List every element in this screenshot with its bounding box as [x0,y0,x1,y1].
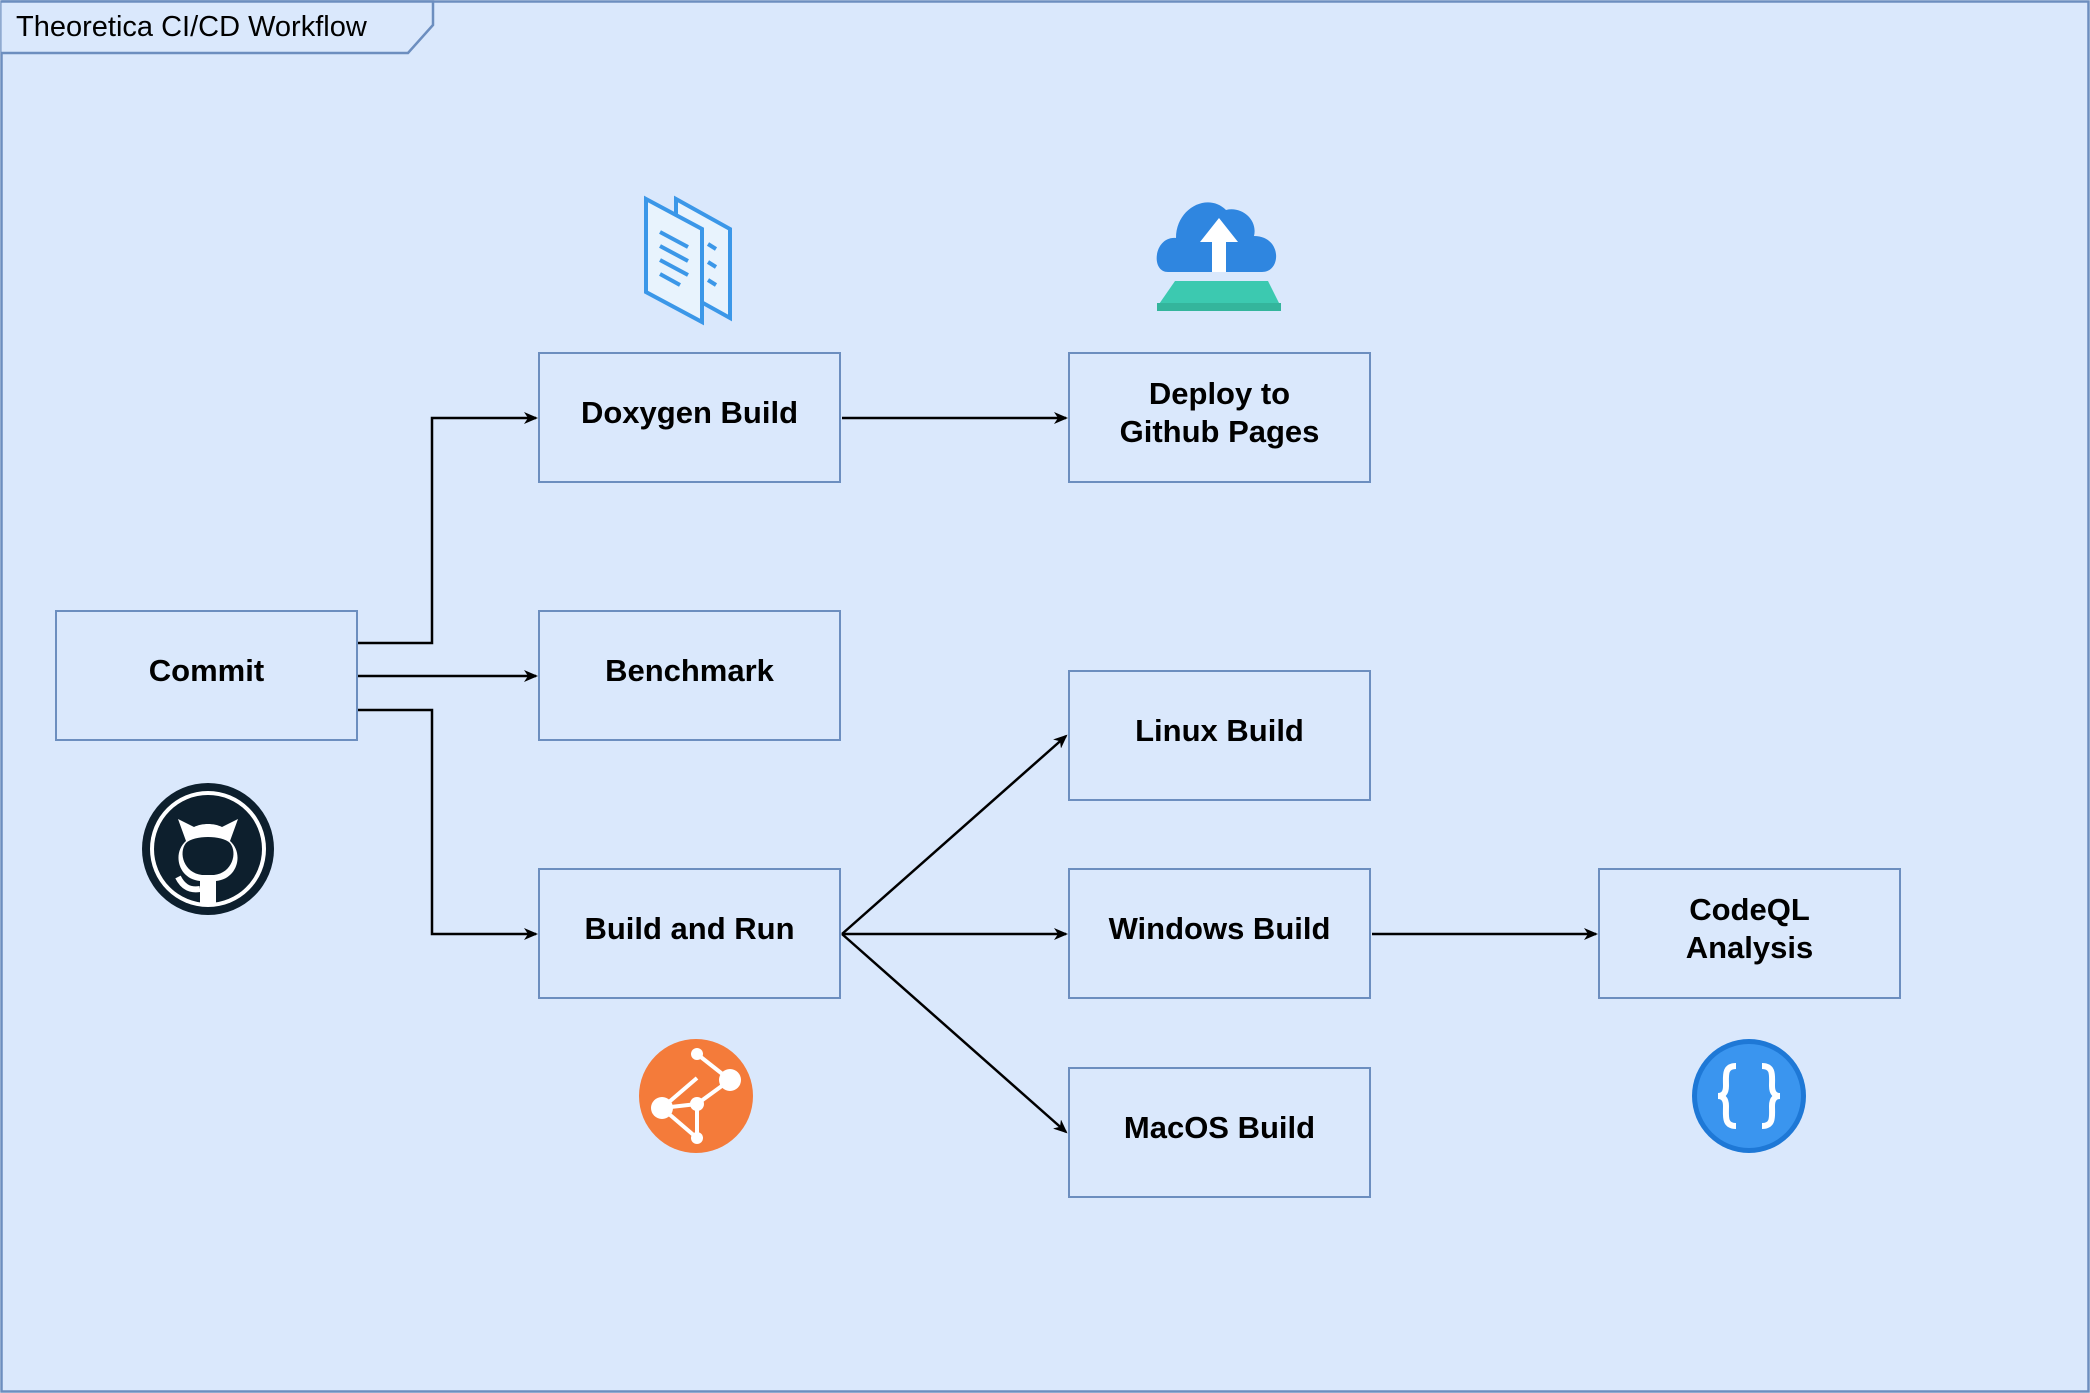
node-deploy-github-pages-label: Deploy to Github Pages [1119,375,1320,449]
node-windows-build-label: Windows Build [1108,910,1331,946]
node-linux-build[interactable]: Linux Build [1068,670,1371,801]
node-benchmark[interactable]: Benchmark [538,610,841,741]
node-codeql-analysis[interactable]: CodeQL Analysis [1598,868,1901,999]
node-benchmark-label: Benchmark [605,652,774,688]
node-macos-build-label: MacOS Build [1123,1109,1316,1145]
documents-icon [644,195,732,326]
node-commit-label: Commit [148,652,265,688]
github-icon [142,783,274,915]
edge-buildrun-macos [841,933,1068,1134]
node-codeql-analysis-label: CodeQL Analysis [1685,891,1814,965]
node-linux-build-label: Linux Build [1135,712,1304,748]
node-build-and-run-label: Build and Run [584,910,795,946]
node-deploy-github-pages[interactable]: Deploy to Github Pages [1068,352,1371,483]
frame-title: Theoretica CI/CD Workflow [16,11,367,43]
frame-label-tab [1,0,435,55]
edge-commit-build-run [358,708,538,940]
pipeline-graph-icon [639,1039,753,1153]
edge-buildrun-linux [841,734,1068,935]
node-build-and-run[interactable]: Build and Run [538,868,841,999]
node-windows-build[interactable]: Windows Build [1068,868,1371,999]
cloud-upload-icon [1156,202,1281,311]
edge-commit-doxygen [358,412,538,645]
node-commit[interactable]: Commit [55,610,358,741]
braces-icon [1692,1039,1806,1153]
node-macos-build[interactable]: MacOS Build [1068,1067,1371,1198]
node-doxygen-build-label: Doxygen Build [580,394,798,430]
node-doxygen-build[interactable]: Doxygen Build [538,352,841,483]
